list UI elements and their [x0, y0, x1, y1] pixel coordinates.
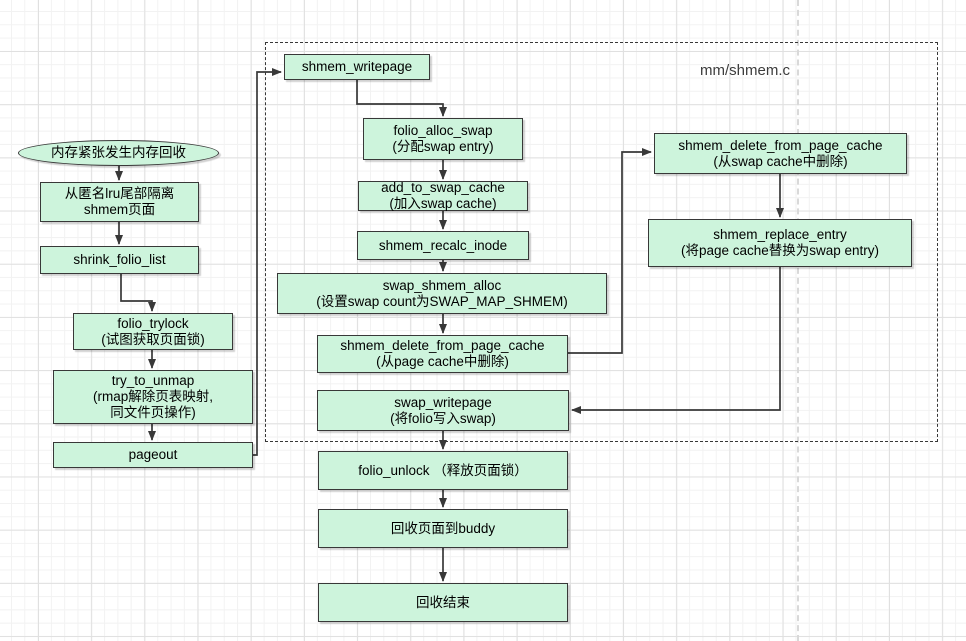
node-label: add_to_swap_cache [381, 180, 505, 196]
node-label: (从page cache中删除) [376, 354, 509, 369]
node-label: swap_writepage [394, 394, 492, 410]
node-label: (将page cache替换为swap entry) [680, 243, 880, 258]
node-shmem-replace-entry[interactable]: shmem_replace_entry(将page cache替换为swap e… [648, 219, 912, 267]
node-label: (设置swap count为SWAP_MAP_SHMEM) [316, 293, 568, 309]
node-reclaim-to-buddy[interactable]: 回收页面到buddy [318, 509, 568, 548]
node-start[interactable]: 内存紧张发生内存回收 [18, 140, 219, 166]
node-label: folio_trylock [117, 315, 189, 331]
node-label: shrink_folio_list [73, 252, 166, 268]
node-label: folio_unlock （释放页面锁） [358, 462, 528, 478]
node-label: 同文件页操作) [110, 404, 196, 420]
node-label: 内存紧张发生内存回收 [51, 145, 186, 161]
node-label: shmem_replace_entry [713, 227, 847, 243]
node-swap-writepage[interactable]: swap_writepage(将folio写入swap) [317, 390, 569, 431]
node-label: shmem页面 [83, 202, 156, 217]
node-reclaim-end[interactable]: 回收结束 [318, 583, 568, 622]
node-label: shmem_recalc_inode [378, 237, 508, 253]
node-swap-shmem-alloc[interactable]: swap_shmem_alloc(设置swap count为SWAP_MAP_S… [277, 273, 607, 314]
node-shmem-delete-from-page-cache[interactable]: shmem_delete_from_page_cache(从page cache… [317, 335, 568, 373]
node-label: folio_alloc_swap [393, 123, 493, 139]
node-label: shmem_writepage [301, 59, 413, 75]
node-label: (从swap cache中删除) [713, 153, 848, 169]
group-label: mm/shmem.c [700, 62, 790, 79]
node-label: (试图获取页面锁) [101, 331, 205, 347]
node-folio-unlock[interactable]: folio_unlock （释放页面锁） [318, 451, 568, 490]
node-label: shmem_delete_from_page_cache [340, 338, 545, 354]
node-shmem-recalc-inode[interactable]: shmem_recalc_inode [357, 231, 529, 260]
node-label: 回收页面到buddy [390, 520, 496, 536]
node-label: (加入swap cache) [389, 196, 497, 211]
node-label: (将folio写入swap) [390, 410, 496, 426]
page-boundary-divider [797, 0, 799, 641]
node-shmem-writepage[interactable]: shmem_writepage [284, 54, 430, 80]
node-label: pageout [128, 447, 178, 463]
node-folio-trylock[interactable]: folio_trylock(试图获取页面锁) [73, 313, 233, 350]
node-shmem-delete-from-swap-cache[interactable]: shmem_delete_from_page_cache(从swap cache… [654, 133, 907, 174]
node-label: (分配swap entry) [392, 139, 494, 154]
node-add-to-swap-cache[interactable]: add_to_swap_cache(加入swap cache) [358, 180, 528, 211]
node-label: 从匿名lru尾部隔离 [64, 186, 175, 202]
node-folio-alloc-swap[interactable]: folio_alloc_swap(分配swap entry) [363, 118, 523, 160]
node-label: shmem_delete_from_page_cache [678, 137, 883, 153]
node-label: 回收结束 [416, 594, 470, 610]
node-try-to-unmap[interactable]: try_to_unmap(rmap解除页表映射,同文件页操作) [53, 370, 253, 424]
node-shrink-folio-list[interactable]: shrink_folio_list [40, 246, 199, 274]
node-label: swap_shmem_alloc [382, 277, 502, 293]
node-label: (rmap解除页表映射, [92, 389, 213, 405]
node-pageout[interactable]: pageout [53, 442, 253, 468]
node-label: try_to_unmap [111, 373, 195, 389]
